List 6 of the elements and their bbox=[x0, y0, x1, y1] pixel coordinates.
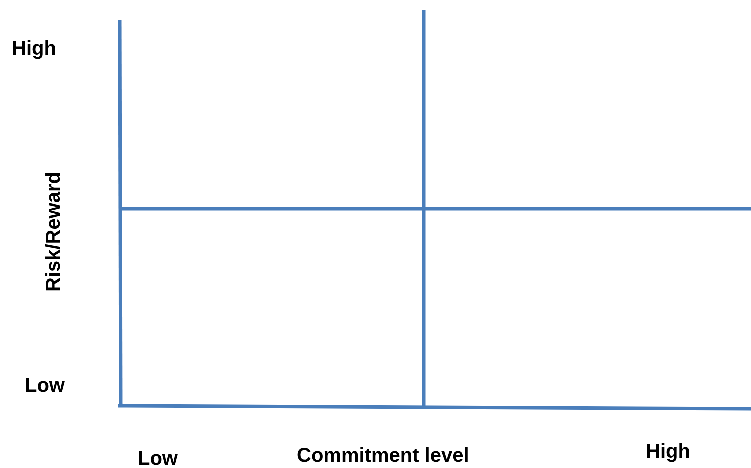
axis-label: High bbox=[646, 440, 690, 464]
axis-title: Commitment level bbox=[297, 444, 470, 468]
axis-label: Low bbox=[138, 447, 178, 468]
axis-label: High bbox=[12, 37, 56, 61]
axis-title: Risk/Reward bbox=[42, 172, 66, 292]
axis-label: Low bbox=[25, 374, 65, 398]
